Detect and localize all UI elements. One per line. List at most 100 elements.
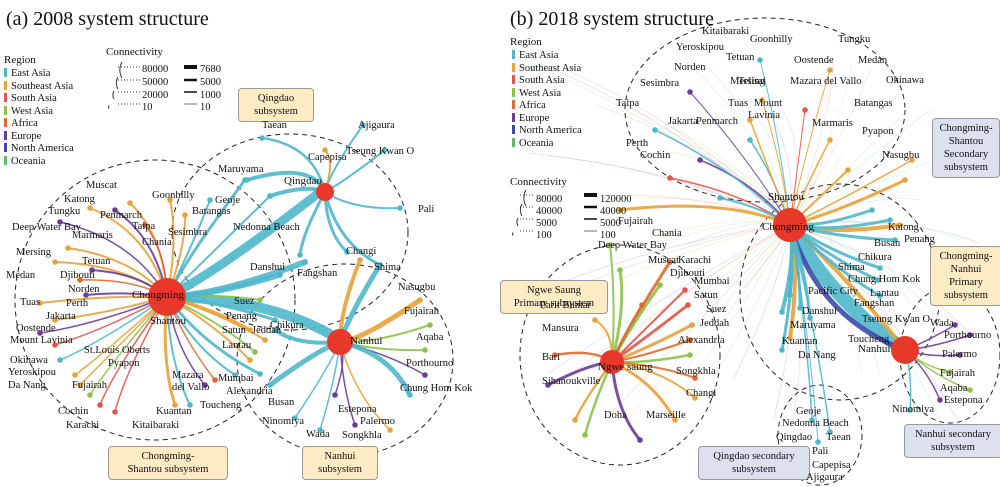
port-node bbox=[252, 349, 258, 355]
port-node bbox=[77, 277, 83, 283]
port-node bbox=[875, 277, 881, 283]
port-label: Muscat bbox=[648, 255, 679, 266]
port-label: Nedonna Beach bbox=[782, 418, 849, 429]
port-node bbox=[779, 347, 785, 353]
port-node bbox=[877, 293, 883, 299]
port-label: Kitaibaraki bbox=[702, 26, 750, 37]
conn-legend-arc bbox=[523, 189, 527, 207]
port-label: Ajigaura bbox=[806, 472, 843, 483]
port-label: Fujairah bbox=[618, 216, 653, 227]
port-node bbox=[869, 207, 875, 213]
legend-item-south-asia: South Asia bbox=[512, 75, 565, 86]
port-label: Norden bbox=[674, 62, 706, 73]
port-label: Tuas bbox=[20, 297, 41, 308]
port-node bbox=[417, 297, 423, 303]
network-2018-graphic bbox=[512, 17, 1000, 486]
port-label: Tuas bbox=[728, 98, 749, 109]
port-label: Mumbai bbox=[218, 373, 254, 384]
port-label: Palermo bbox=[942, 349, 977, 360]
port-label: Chung Hom Kok bbox=[848, 274, 921, 285]
legend-item-africa: Africa bbox=[4, 118, 38, 129]
box-label: Chongming- Shantou Secondary subsystem bbox=[939, 123, 993, 173]
port-label: Geoje bbox=[215, 195, 241, 206]
port-label: Mazara del Vallo bbox=[790, 76, 862, 87]
port-label: Nasugbu bbox=[398, 282, 436, 293]
hub-label-nanhui: Nanhui bbox=[350, 335, 383, 347]
qingdao-subsystem-ellipse bbox=[171, 133, 409, 331]
port-label: Goonhilly bbox=[750, 34, 793, 45]
port-label: Perth bbox=[66, 298, 89, 309]
legend-swatch bbox=[4, 80, 7, 90]
conn-line-1: 120000 bbox=[600, 194, 632, 205]
port-node bbox=[952, 322, 958, 328]
port-node bbox=[827, 137, 833, 143]
legend-swatch bbox=[512, 112, 515, 122]
port-node bbox=[332, 392, 338, 398]
port-label: Ninomiya bbox=[892, 404, 934, 415]
port-label: Penmarch bbox=[100, 210, 142, 221]
port-label: Muscat bbox=[86, 180, 117, 191]
legend-swatch bbox=[4, 105, 7, 115]
chongming-subsystem-ellipse bbox=[14, 159, 296, 441]
port-node bbox=[689, 322, 695, 328]
port-label: Fangshan bbox=[297, 268, 338, 279]
panel-2018: (b) 2018 system structure Region East As… bbox=[500, 0, 1000, 487]
hub-label-chongming: Chongming bbox=[132, 289, 184, 301]
port-label: Porthourno bbox=[406, 358, 454, 369]
legend-item-north-america: North America bbox=[512, 125, 582, 136]
network-edge bbox=[789, 69, 831, 226]
port-label: Chung Hom Kok bbox=[400, 383, 473, 394]
conn-line-4: 100 bbox=[600, 230, 616, 241]
port-node bbox=[692, 395, 698, 401]
port-label: Okinawa bbox=[886, 75, 924, 86]
region-legend-title: Region bbox=[510, 36, 542, 48]
legend-label: North America bbox=[11, 143, 74, 154]
port-node bbox=[127, 200, 133, 206]
port-node bbox=[202, 382, 208, 388]
port-label: Danshui bbox=[802, 306, 837, 317]
port-label: Kuantan bbox=[156, 406, 192, 417]
faint-edge bbox=[645, 224, 791, 423]
port-label: Lantau bbox=[870, 288, 900, 299]
port-node bbox=[382, 147, 388, 153]
port-node bbox=[422, 372, 428, 378]
port-label: St.Louis Oberts bbox=[84, 345, 150, 356]
port-label: Pacific City bbox=[808, 286, 858, 297]
port-label: Tseung Kwan O bbox=[862, 314, 931, 325]
port-label: Fujairah bbox=[940, 368, 975, 379]
port-label: Penmarch bbox=[696, 116, 738, 127]
port-node bbox=[212, 377, 218, 383]
port-node bbox=[652, 127, 658, 133]
port-node bbox=[232, 372, 238, 378]
port-label: Danshui bbox=[250, 262, 285, 273]
port-node bbox=[83, 292, 89, 298]
port-node bbox=[422, 347, 428, 353]
panel-b-title: (b) 2018 system structure bbox=[510, 8, 714, 30]
port-node bbox=[759, 97, 765, 103]
port-label: Changi bbox=[686, 388, 717, 399]
qingdao-subsystem-box: Qingdao subsystem bbox=[238, 88, 314, 122]
conn-legend-arc bbox=[115, 76, 119, 90]
port-label: Wada bbox=[930, 318, 954, 329]
port-node bbox=[297, 252, 303, 258]
port-node bbox=[809, 417, 815, 423]
hub-node-chongming bbox=[148, 278, 186, 316]
nanhui-secondary-subsystem-box: Nanhui secondary subsystem bbox=[904, 424, 1000, 458]
network-edge bbox=[654, 129, 791, 226]
hub-label-chongming: Chongming bbox=[762, 221, 814, 233]
port-node bbox=[387, 427, 393, 433]
port-label: Aqaba bbox=[416, 332, 444, 343]
port-label: Mount bbox=[754, 98, 783, 109]
port-node bbox=[672, 417, 678, 423]
legend-item-north-america: North America bbox=[4, 143, 74, 154]
port-node bbox=[897, 222, 903, 228]
legend-item-oceania: Oceania bbox=[4, 155, 45, 167]
port-node bbox=[172, 402, 178, 408]
port-node bbox=[52, 342, 58, 348]
port-node bbox=[89, 267, 95, 273]
port-label: del Vallo bbox=[172, 382, 210, 393]
port-node bbox=[687, 352, 693, 358]
port-node bbox=[302, 259, 308, 265]
legend-swatch bbox=[512, 100, 515, 109]
port-node bbox=[779, 309, 785, 315]
